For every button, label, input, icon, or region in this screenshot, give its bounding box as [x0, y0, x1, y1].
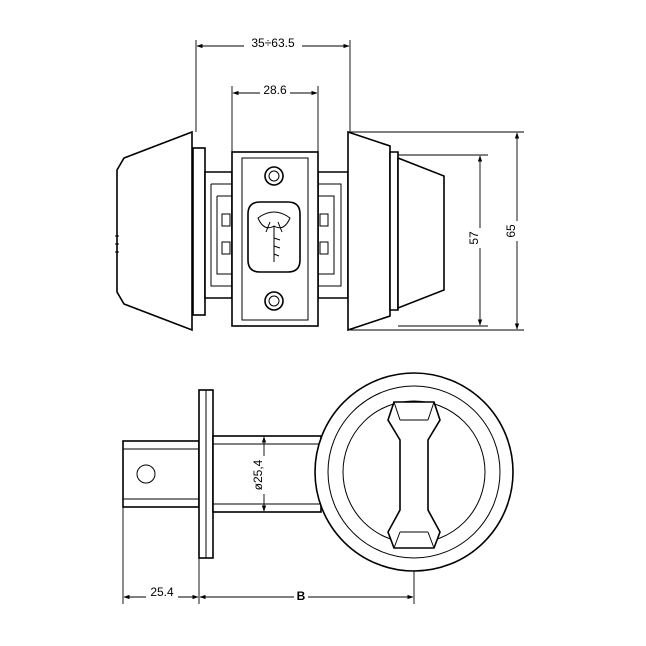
screw-top: [264, 166, 284, 186]
label-bolt-projection: 25.4: [150, 585, 174, 599]
screw-bottom: [264, 291, 284, 311]
thumbturn-icon: [387, 401, 441, 549]
dim-bolt-projection: 25.4: [122, 507, 200, 604]
dim-backset-range: 35÷63.5: [195, 36, 351, 132]
bore-tube: [212, 435, 322, 513]
dim-rose-inner: 57: [398, 154, 488, 327]
left-rose: [115, 130, 206, 332]
label-rose-inner: 57: [467, 231, 481, 245]
faceplate: [231, 151, 319, 327]
label-rose-outer: 65: [504, 224, 518, 238]
bolt-housing: [204, 171, 349, 299]
front-view: 35÷63.5 28.6 57 65: [115, 36, 524, 332]
dim-faceplate-width: 28.6: [231, 83, 319, 152]
dim-bore-diameter: ø25,4: [250, 436, 267, 512]
label-backset-range: 35÷63.5: [251, 36, 295, 50]
label-door-thickness: B: [297, 589, 306, 603]
dim-rose-outer: 65: [350, 131, 524, 331]
bolt: [122, 440, 200, 508]
right-rose: [347, 130, 445, 332]
label-faceplate-width: 28.6: [263, 83, 287, 97]
side-view: ø25,4 25.4 B: [122, 372, 514, 604]
dim-door-thickness: B: [199, 571, 415, 604]
label-bore-diameter: ø25,4: [251, 459, 265, 490]
thumbturn-rose: [314, 372, 514, 572]
key-logo-icon: [257, 211, 291, 262]
bolt-hole: [136, 464, 156, 484]
